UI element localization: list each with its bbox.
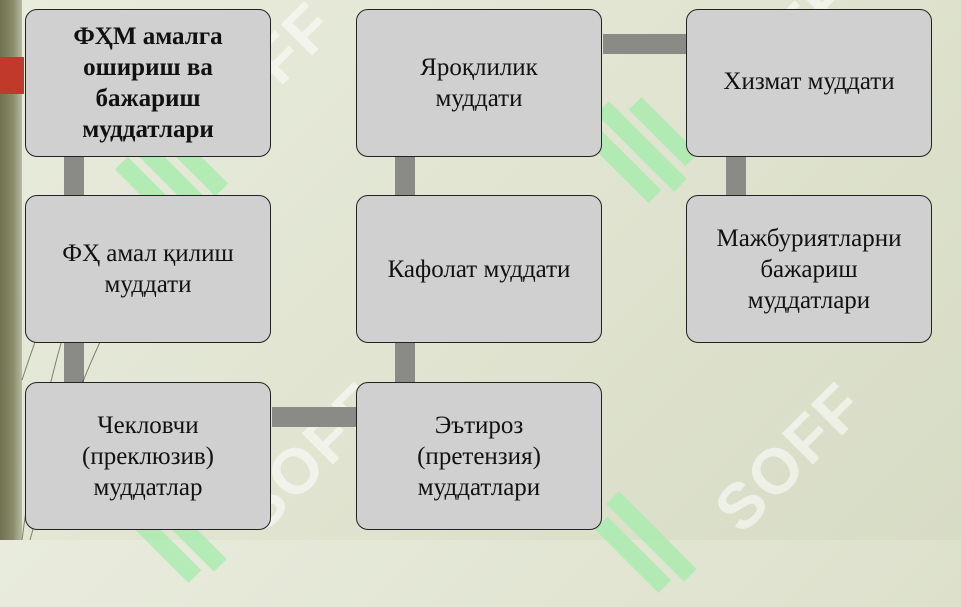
red-accent-bar [0, 57, 24, 94]
shelf-life-label: Яроқлилик муддати [420, 54, 538, 112]
preclusive-label: Чекловчи (преклюзив) муддатлар [82, 411, 214, 501]
validity-label: ФҲ амал қилиш муддати [62, 240, 234, 298]
root-label: ФҲМ амалга ошириш ва бажариш муддатлари [73, 23, 223, 143]
warranty-label: Кафолат муддати [387, 255, 571, 283]
preclusive-box: Чекловчи (преклюзив) муддатлар [25, 382, 271, 530]
obligations-label: Мажбуриятларни бажариш муддатлари [716, 224, 902, 314]
warranty-box: Кафолат муддати [356, 195, 602, 343]
service-life-box: Хизмат муддати [686, 9, 932, 157]
left-decor-strip [0, 0, 22, 540]
claims-label: Эътироз (претензия) муддатлари [417, 411, 541, 501]
obligations-box: Мажбуриятларни бажариш муддатлари [686, 195, 932, 343]
root-box: ФҲМ амалга ошириш ва бажариш муддатлари [25, 9, 271, 157]
validity-box: ФҲ амал қилиш муддати [25, 195, 271, 343]
service-life-label: Хизмат муддати [723, 68, 895, 95]
shelf-life-box: Яроқлилик муддати [356, 9, 602, 157]
claims-box: Эътироз (претензия) муддатлари [356, 382, 602, 530]
